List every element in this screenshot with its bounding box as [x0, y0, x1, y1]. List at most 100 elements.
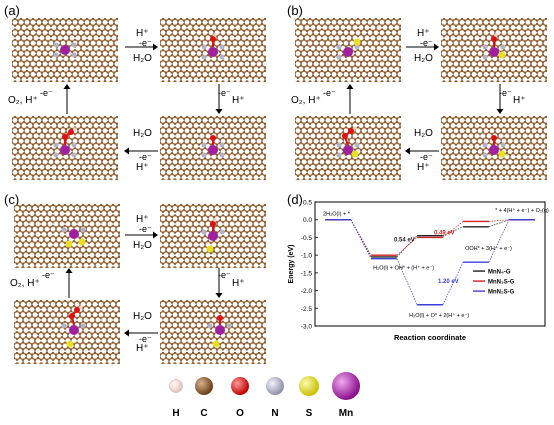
- label-a-bottom-above: H₂O: [133, 128, 152, 139]
- legend-mn-label: Mn: [338, 408, 354, 419]
- structure-b-4: [441, 116, 547, 180]
- panel-c: (c) H⁺ -e⁻ H₂O -e⁻ H⁺ H₂O -e⁻ H⁺ -e⁻ O₂,…: [0, 190, 277, 368]
- x-axis-label: Reaction coordinate: [394, 333, 466, 342]
- label-a-top-above: H⁺: [136, 28, 149, 39]
- atom-mn-icon: [332, 372, 360, 400]
- arrow-left-icon: [124, 329, 158, 337]
- label-c-top-mid: -e⁻: [139, 224, 152, 234]
- y-tick-label: 0.0: [303, 217, 312, 224]
- label-a-bottom-mid: -e⁻: [139, 152, 152, 162]
- atom-o-icon: [231, 377, 249, 395]
- energy-connector: [350, 219, 372, 258]
- label-b-right-mid: -e⁻: [499, 88, 512, 98]
- label-b-left-mid: -e⁻: [323, 88, 336, 98]
- y-tick-label: -0.5: [301, 235, 313, 242]
- energy-connector: [488, 219, 510, 263]
- energy-connector: [350, 219, 372, 259]
- arrow-up-icon: [346, 84, 354, 114]
- panel-a: (a) H⁺ -e⁻ H₂O -e⁻ H⁺ H₂O -e⁻ H⁺ -e⁻ O₂,…: [0, 0, 277, 185]
- label-c-bottom-above: H₂O: [133, 311, 152, 322]
- arrow-right-icon: [125, 231, 158, 239]
- label-b-bottom-above: H₂O: [414, 128, 433, 139]
- label-c-left-mid: -e⁻: [42, 270, 55, 280]
- label-c-bottom-mid: -e⁻: [139, 334, 152, 344]
- panel-b-label: (b): [287, 3, 303, 18]
- energy-connector: [442, 262, 464, 305]
- arrow-left-icon: [405, 147, 439, 155]
- atom-c-icon: [195, 377, 213, 395]
- energy-connector: [396, 237, 418, 256]
- label-c-left-side: O₂, H⁺: [10, 278, 40, 289]
- state-label: 2H₂O(l) + *: [323, 212, 351, 218]
- label-b-bottom-mid: -e⁻: [420, 152, 433, 162]
- atom-legend: H C O N S Mn: [0, 368, 554, 425]
- label-b-left-side: O₂, H⁺: [291, 95, 321, 106]
- legend-entry: MnN₂S-G: [488, 290, 515, 296]
- y-tick-label: -1.0: [301, 253, 313, 260]
- panel-a-label: (a): [4, 3, 20, 18]
- label-b-top-above: H⁺: [417, 28, 430, 39]
- panel-c-label: (c): [4, 192, 20, 207]
- arrow-left-icon: [124, 147, 158, 155]
- label-c-top-below: H₂O: [133, 240, 152, 251]
- structure-c-3: [14, 300, 120, 364]
- step-energy-label: 0.49 eV: [434, 231, 455, 237]
- label-a-right-mid: -e⁻: [218, 88, 231, 98]
- energy-connector: [396, 235, 418, 258]
- energy-connector: [488, 219, 510, 222]
- structure-c-4: [160, 300, 266, 364]
- arrow-down-icon: [215, 84, 223, 114]
- y-axis-label: Energy (eV): [288, 245, 295, 284]
- chart-frame: [314, 201, 546, 327]
- structure-b-1: [295, 18, 401, 82]
- label-b-top-mid: -e⁻: [420, 38, 433, 48]
- y-tick-label: -2.5: [301, 306, 313, 313]
- structure-b-3: [295, 116, 401, 180]
- panel-b: (b) H⁺ -e⁻ H₂O -e⁻ H⁺ H₂O -e⁻ H⁺ -e⁻ O₂,…: [283, 0, 554, 185]
- legend-h-label: H: [172, 408, 180, 419]
- label-b-top-below: H₂O: [414, 53, 433, 64]
- step-energy-label: 0.54 eV: [394, 238, 415, 244]
- atom-h-icon: [169, 379, 183, 393]
- y-tick-label: -2.0: [301, 288, 313, 295]
- structure-c-2: [160, 204, 266, 268]
- label-c-top-above: H⁺: [136, 214, 149, 225]
- legend-n-label: N: [271, 408, 279, 419]
- legend-s-label: S: [305, 408, 313, 419]
- atom-n-icon: [266, 377, 284, 395]
- energy-connector: [396, 258, 418, 305]
- state-label: H₂O(l) + O* + 2(H⁺ + e⁻): [409, 312, 469, 319]
- step-energy-label: 1.20 eV: [438, 279, 459, 285]
- y-tick-label: -1.5: [301, 270, 313, 277]
- label-a-right-side: H⁺: [232, 95, 245, 106]
- state-label: * + 4(H⁺ + e⁻) + O₂(g): [495, 207, 549, 214]
- arrow-down-icon: [496, 84, 504, 114]
- label-a-top-mid: -e⁻: [139, 38, 152, 48]
- y-tick-label: 0.5: [303, 200, 312, 207]
- structure-b-2: [441, 18, 547, 82]
- label-c-right-mid: -e⁻: [218, 270, 231, 280]
- energy-diagram-chart: 0.5 0.0 -0.5 -1.0 -1.5 -2.0 -2.5 -3.0 Energy (eV…: [288, 200, 549, 343]
- arrow-down-icon: [215, 268, 223, 298]
- legend-entry: MnN₄-G: [488, 270, 511, 276]
- arrow-right-icon: [125, 43, 158, 51]
- arrow-up-icon: [63, 84, 71, 114]
- label-b-bottom-below: H⁺: [417, 162, 430, 173]
- label-a-top-below: H₂O: [133, 53, 152, 64]
- structure-a-1: [12, 18, 118, 82]
- y-tick-label: -3.0: [301, 324, 313, 331]
- legend-o-label: O: [236, 408, 244, 419]
- atom-s-icon: [299, 376, 319, 396]
- label-a-left-mid: -e⁻: [40, 88, 53, 98]
- energy-connector: [488, 219, 510, 228]
- arrow-up-icon: [65, 268, 73, 298]
- legend-c-label: C: [200, 408, 208, 419]
- structure-a-4: [160, 116, 266, 180]
- energy-connector: [442, 226, 464, 236]
- label-b-right-side: H⁺: [513, 95, 526, 106]
- arrow-right-icon: [406, 43, 439, 51]
- structure-a-3: [12, 116, 118, 180]
- structure-c-1: [14, 204, 120, 268]
- label-c-right-side: H⁺: [232, 278, 245, 289]
